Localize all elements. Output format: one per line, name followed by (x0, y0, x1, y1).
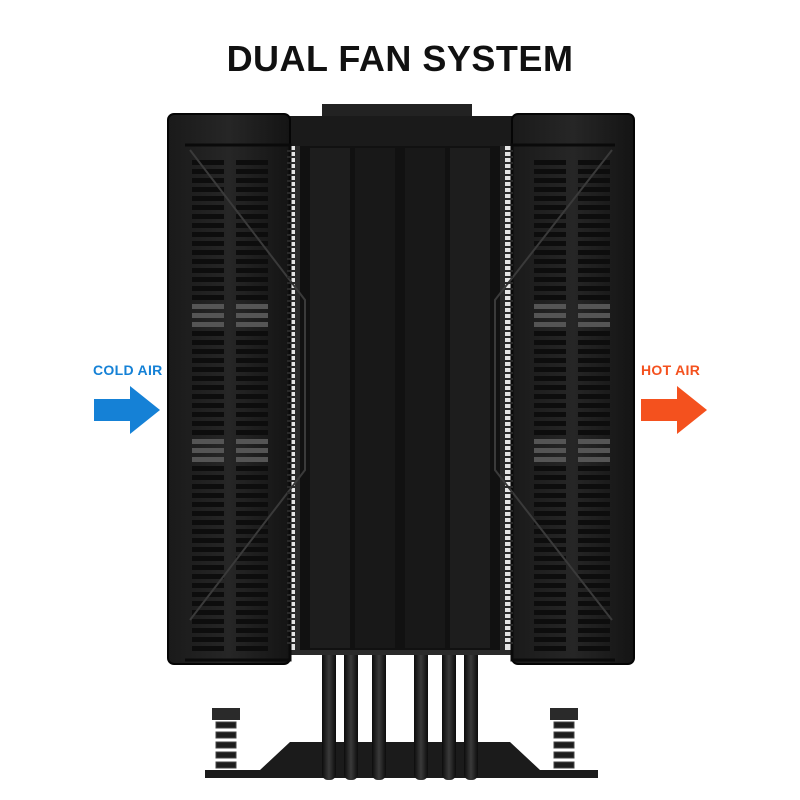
mounting-bracket (205, 708, 598, 778)
page-title: DUAL FAN SYSTEM (226, 38, 574, 79)
fan-bracing (189, 149, 613, 621)
left-fan (167, 113, 292, 665)
cold-air-label: COLD AIR (93, 362, 163, 378)
top-cover (288, 104, 514, 146)
hot-air-label: HOT AIR (641, 362, 701, 378)
heatsink-core (300, 140, 500, 650)
cold-air-arrow-icon (94, 386, 160, 434)
hot-air-arrow-icon (641, 386, 707, 434)
right-fan (510, 113, 635, 665)
heatpipes (322, 640, 478, 780)
